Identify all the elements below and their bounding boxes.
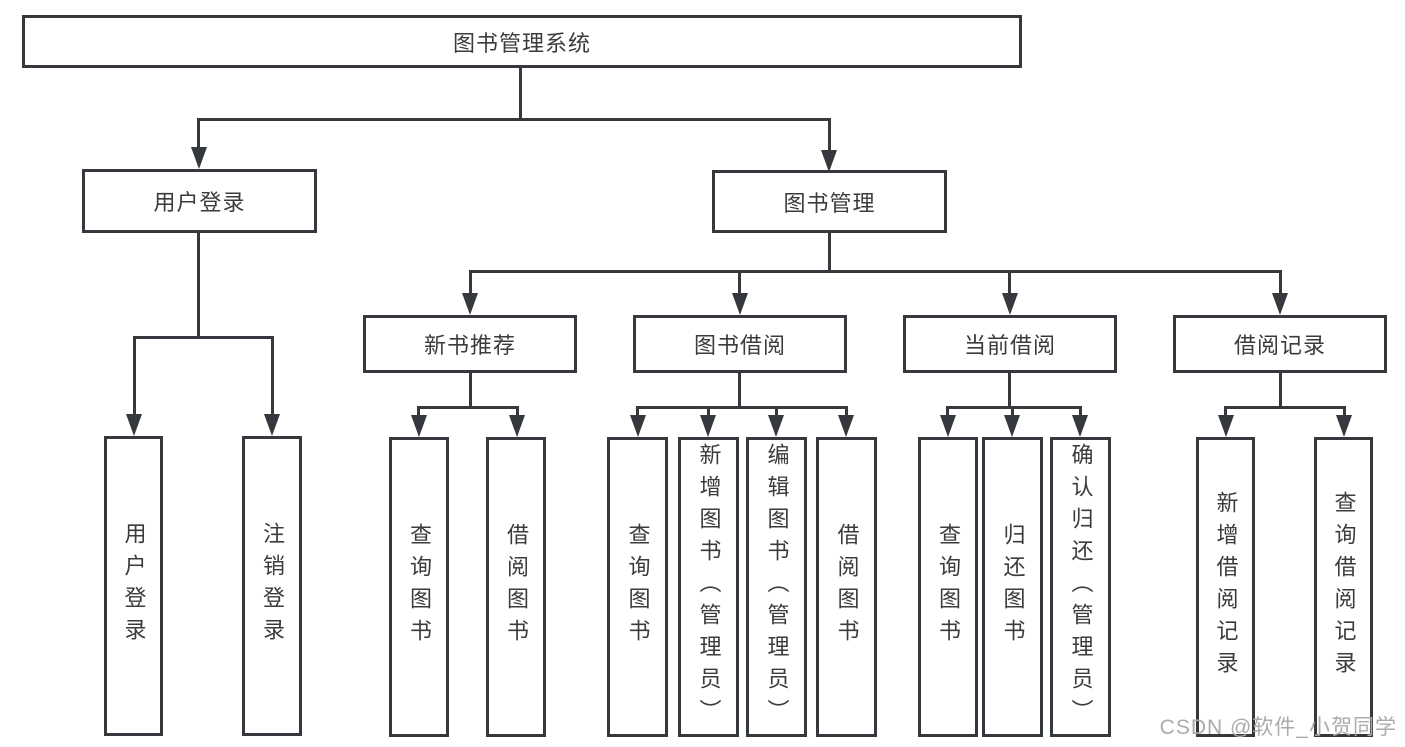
connector-line (1279, 270, 1282, 295)
connector-line (1224, 406, 1346, 409)
connector-line (738, 270, 741, 295)
leaf-add-borrow-record: 新增借阅记录 (1196, 437, 1255, 737)
leaf-borrow-books-recommend: 借阅图书 (486, 437, 546, 737)
node-label: 注销登录 (260, 522, 285, 650)
node-label: 查询图书 (936, 523, 961, 651)
connector-line (1343, 406, 1346, 417)
leaf-logout-login: 注销登录 (242, 436, 302, 736)
arrow-down-icon (1002, 293, 1018, 315)
connector-line (516, 406, 519, 417)
leaf-add-books-admin: 新增图书（管理员） (678, 437, 739, 737)
connector-line (469, 270, 472, 295)
connector-line (707, 406, 710, 417)
node-label: 新增借阅记录 (1213, 491, 1239, 683)
leaf-query-borrow-record: 查询借阅记录 (1314, 437, 1373, 737)
leaf-edit-books-admin: 编辑图书（管理员） (746, 437, 807, 737)
leaf-borrow-books-borrowing: 借阅图书 (816, 437, 877, 737)
arrow-down-icon (1272, 293, 1288, 315)
node-label: 归还图书 (1000, 523, 1026, 651)
node-book-management-system: 图书管理系统 (22, 15, 1022, 68)
connector-line (828, 233, 831, 273)
node-label: 查询图书 (407, 523, 432, 651)
arrow-down-icon (191, 147, 207, 169)
node-label: 确认归还（管理员） (1068, 443, 1094, 731)
connector-line (197, 118, 200, 150)
connector-line (1008, 373, 1011, 409)
node-label: 查询图书 (625, 523, 651, 651)
arrow-down-icon (1072, 415, 1088, 437)
connector-line (1279, 373, 1282, 409)
connector-line (1079, 406, 1082, 417)
node-label: 借阅记录 (1233, 333, 1326, 358)
connector-line (845, 406, 848, 417)
node-label: 图书借阅 (693, 333, 786, 358)
arrow-down-icon (940, 415, 956, 437)
node-label: 用户登录 (153, 190, 246, 215)
connector-line (197, 233, 200, 339)
connector-line (775, 406, 778, 417)
connector-line (946, 406, 949, 417)
arrow-down-icon (509, 415, 525, 437)
arrow-down-icon (1004, 415, 1020, 437)
arrow-down-icon (126, 414, 142, 436)
arrow-down-icon (821, 150, 837, 172)
arrow-down-icon (768, 415, 784, 437)
arrow-down-icon (732, 293, 748, 315)
node-label: 借阅图书 (834, 523, 860, 651)
connector-line (636, 406, 639, 417)
node-book-management: 图书管理 (712, 170, 947, 233)
leaf-user-login: 用户登录 (104, 436, 163, 736)
connector-line (1224, 406, 1227, 417)
connector-line (417, 406, 519, 409)
connector-line (417, 406, 420, 417)
connector-line (197, 118, 831, 121)
connector-line (519, 68, 522, 119)
node-label: 查询借阅记录 (1331, 491, 1357, 683)
watermark: CSDN @软件_小贺同学 (1159, 716, 1397, 739)
leaf-query-books-borrowing: 查询图书 (607, 437, 668, 737)
arrow-down-icon (1218, 415, 1234, 437)
leaf-query-books-recommend: 查询图书 (389, 437, 449, 737)
node-new-book-recommend: 新书推荐 (363, 315, 577, 373)
arrow-down-icon (411, 415, 427, 437)
node-label: 编辑图书（管理员） (764, 443, 790, 731)
connector-line (133, 336, 274, 339)
node-label: 新增图书（管理员） (696, 443, 722, 731)
leaf-return-books: 归还图书 (982, 437, 1043, 737)
connector-line (469, 270, 1282, 273)
connector-line (946, 406, 1082, 409)
connector-line (1011, 406, 1014, 417)
arrow-down-icon (1336, 415, 1352, 437)
node-current-borrowing: 当前借阅 (903, 315, 1117, 373)
node-label: 图书管理系统 (452, 30, 591, 56)
arrow-down-icon (462, 293, 478, 315)
connector-line (469, 373, 472, 409)
node-label: 图书管理 (783, 190, 876, 216)
arrow-down-icon (838, 415, 854, 437)
arrow-down-icon (700, 415, 716, 437)
node-borrowing-records: 借阅记录 (1173, 315, 1387, 373)
leaf-query-books-current: 查询图书 (918, 437, 978, 737)
connector-line (636, 406, 848, 409)
connector-line (271, 336, 274, 416)
node-label: 用户登录 (121, 522, 147, 650)
node-label: 借阅图书 (504, 523, 529, 651)
node-label: 当前借阅 (963, 333, 1056, 358)
node-label: 新书推荐 (423, 333, 516, 358)
node-user-login: 用户登录 (82, 169, 317, 233)
connector-line (133, 336, 136, 416)
connector-line (738, 373, 741, 409)
connector-line (1008, 270, 1011, 295)
node-book-borrowing: 图书借阅 (633, 315, 847, 373)
arrow-down-icon (264, 414, 280, 436)
arrow-down-icon (630, 415, 646, 437)
connector-line (828, 118, 831, 152)
leaf-confirm-return-admin: 确认归还（管理员） (1050, 437, 1111, 737)
